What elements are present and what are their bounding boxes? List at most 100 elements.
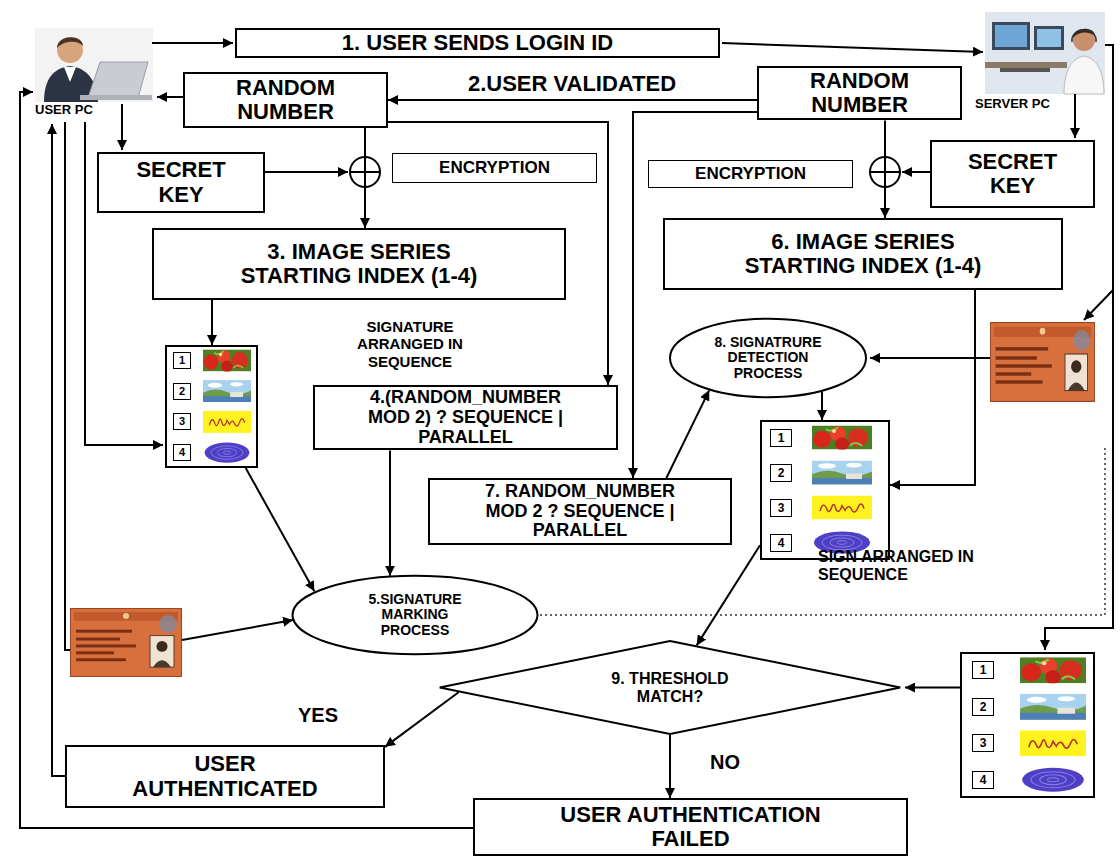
text-label: SIGNATURE ARRANGED IN SEQUENCE: [335, 318, 485, 370]
flow-arrow: [666, 390, 709, 478]
node-text: SECRET KEY: [121, 158, 241, 206]
id-card-illustration: [71, 608, 182, 676]
process-box: RANDOM NUMBER: [183, 72, 388, 128]
index-box: 2: [770, 464, 792, 482]
server-pc-illustration: [985, 62, 1067, 68]
decision-diamond: 9. THRESHOLD MATCH?: [435, 640, 905, 735]
index-number: 2: [778, 467, 785, 479]
text-label: SIGN ARRANGED IN SEQUENCE: [818, 548, 1018, 585]
flow-arrow: [211, 300, 213, 345]
flow-line: [1084, 290, 1113, 320]
process-box: USER AUTHENTICATION FAILED: [473, 798, 908, 856]
flow-arrow: [364, 128, 366, 228]
image-series-pictures: [1020, 730, 1086, 756]
ellipse-outline: [293, 576, 538, 654]
server-pc-illustration: [992, 22, 1030, 50]
image-series-pictures: [203, 380, 251, 402]
index-number: 4: [778, 537, 785, 549]
index-box: 3: [770, 499, 792, 517]
text-label: SERVER PC: [975, 97, 1075, 112]
edge-label: YES: [295, 704, 341, 726]
edge-label: 2.USER VALIDATED: [465, 72, 679, 96]
index-box: 4: [972, 771, 994, 789]
node-text: 4.(RANDOM_NUMBER MOD 2) ? SEQUENCE | PAR…: [358, 388, 573, 447]
index-number: 2: [980, 701, 987, 713]
process-ellipse: 5.SIGNATURE MARKING PROCESS: [290, 575, 540, 655]
diamond-outline: [440, 641, 901, 734]
index-box: 4: [770, 534, 792, 552]
index-box: 1: [972, 661, 994, 679]
image-series-pictures: [812, 496, 872, 520]
server-pc-illustration: [1072, 30, 1096, 42]
index-number: 4: [179, 447, 185, 458]
node-text: 1. USER SENDS LOGIN ID: [342, 31, 613, 55]
image-series-pictures: [812, 461, 872, 485]
index-number: 3: [179, 416, 185, 427]
node-text: SECRET KEY: [953, 150, 1073, 198]
index-number: 2: [179, 386, 185, 397]
flow-arrow: [697, 545, 760, 645]
image-series-pictures: [1020, 694, 1086, 720]
caption-box: ENCRYPTION: [392, 153, 597, 183]
index-box: 3: [173, 413, 191, 430]
index-box: 1: [770, 429, 792, 447]
process-box: 4.(RANDOM_NUMBER MOD 2) ? SEQUENCE | PAR…: [313, 385, 618, 450]
process-ellipse: 8. SIGNATRURE DETECTION PROCESS: [668, 318, 868, 398]
user-pc-illustration: [57, 37, 83, 63]
user-pc-illustration: [80, 95, 152, 100]
node-text: 6. IMAGE SERIES STARTING INDEX (1-4): [728, 230, 998, 278]
node-text: RANDOM NUMBER: [785, 69, 935, 117]
process-box: SECRET KEY: [97, 152, 265, 213]
ellipse-outline: [670, 319, 866, 397]
process-box: 7. RANDOM_NUMBER MOD 2 ? SEQUENCE | PARA…: [428, 478, 732, 545]
index-box: 3: [972, 734, 994, 752]
flow-line: [65, 122, 70, 650]
node-text: ENCRYPTION: [695, 165, 806, 184]
node-text: ENCRYPTION: [439, 159, 550, 178]
user-pc-illustration: [35, 28, 153, 102]
server-pc-illustration: [985, 12, 1105, 94]
image-series-pictures: [203, 442, 251, 464]
node-text: 8. SIGNATRURE DETECTION PROCESS: [708, 335, 828, 381]
server-pc-illustration: [1064, 56, 1104, 94]
image-series-pictures: [812, 426, 872, 451]
index-number: 4: [980, 774, 987, 786]
image-series-pictures: [203, 349, 251, 372]
node-text: RANDOM NUMBER: [211, 76, 361, 124]
caption-box: ENCRYPTION: [648, 160, 853, 188]
flow-line: [1045, 45, 1113, 650]
flow-line: [1074, 94, 1076, 138]
image-series-panel: 1 2 3 4: [960, 652, 1095, 798]
flow-line: [902, 171, 930, 173]
flow-arrow: [388, 99, 757, 101]
node-text: USER AUTHENTICATION FAILED: [536, 803, 846, 851]
node-text: USER AUTHENTICATED: [105, 752, 345, 800]
flow-arrow: [389, 450, 391, 575]
flow-line: [20, 92, 473, 828]
flow-line: [722, 43, 983, 52]
index-box: 2: [972, 698, 994, 716]
flow-line: [20, 43, 1113, 828]
index-number: 3: [980, 737, 987, 749]
image-series-pictures: [1020, 657, 1086, 684]
flow-line: [152, 42, 233, 44]
flow-line: [265, 171, 348, 173]
flow-line: [157, 96, 183, 98]
flow-arrow: [669, 735, 671, 798]
server-pc-illustration: [985, 12, 1105, 94]
node-text: 7. RANDOM_NUMBER MOD 2 ? SEQUENCE | PARA…: [473, 482, 688, 541]
user-pc-illustration: [88, 62, 148, 98]
index-box: 2: [173, 383, 191, 400]
flow-arrow: [884, 120, 886, 218]
id-card-illustration: [71, 323, 1095, 677]
image-series-panel: 1 2 3 4: [760, 420, 890, 560]
node-text: 5.SIGNATURE MARKING PROCESS: [360, 592, 470, 638]
text-label: USER PC: [35, 103, 125, 118]
index-box: 1: [173, 352, 191, 369]
flow-arrow: [385, 692, 459, 747]
process-box: 1. USER SENDS LOGIN ID: [235, 28, 720, 58]
index-number: 1: [980, 664, 987, 676]
edge-label: NO: [707, 751, 743, 773]
process-box: RANDOM NUMBER: [757, 66, 962, 120]
